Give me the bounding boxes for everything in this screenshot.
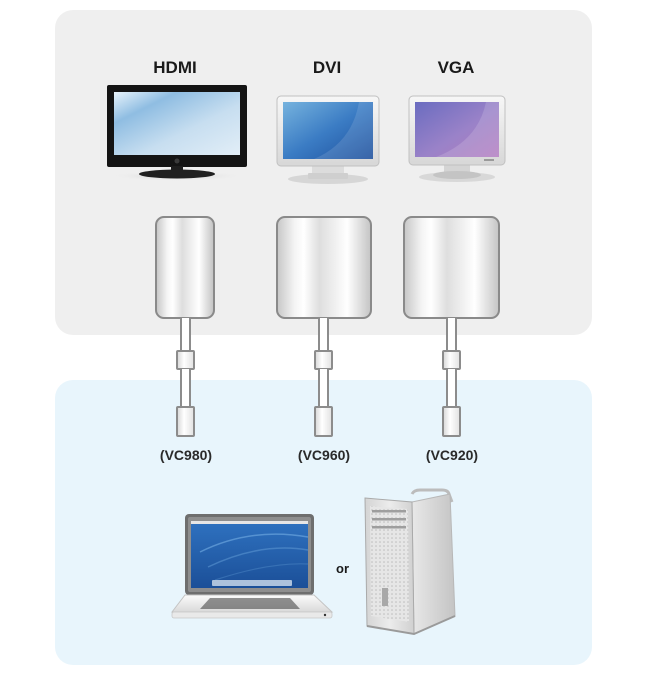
- laptop-icon: [170, 514, 334, 619]
- dvi-label: DVI: [312, 58, 342, 77]
- vga-model-label: (VC920): [425, 447, 479, 463]
- dvi-adapter: [276, 216, 372, 319]
- or-label: or: [336, 561, 349, 576]
- hdmi-plug: [176, 406, 195, 437]
- hdmi-label: HDMI: [153, 58, 197, 77]
- vga-monitor-icon: [408, 95, 506, 182]
- hdmi-model-label: (VC980): [159, 447, 213, 463]
- vga-plug: [442, 406, 461, 437]
- dvi-plug: [314, 406, 333, 437]
- dvi-ferrite: [314, 350, 333, 370]
- hdmi-ferrite: [176, 350, 195, 370]
- dvi-monitor-icon: [276, 95, 380, 184]
- vga-cable: [446, 318, 457, 351]
- dvi-cable-lower: [318, 369, 329, 407]
- dvi-model-label: (VC960): [297, 447, 351, 463]
- vga-label: VGA: [437, 58, 475, 77]
- vga-adapter: [403, 216, 500, 319]
- dvi-cable: [318, 318, 329, 351]
- vga-ferrite: [442, 350, 461, 370]
- hdmi-cable: [180, 318, 191, 351]
- vga-cable-lower: [446, 369, 457, 407]
- desktop-tower-icon: [364, 488, 456, 636]
- hdmi-tv-icon: [107, 85, 247, 181]
- hdmi-cable-lower: [180, 369, 191, 407]
- hdmi-adapter: [155, 216, 215, 319]
